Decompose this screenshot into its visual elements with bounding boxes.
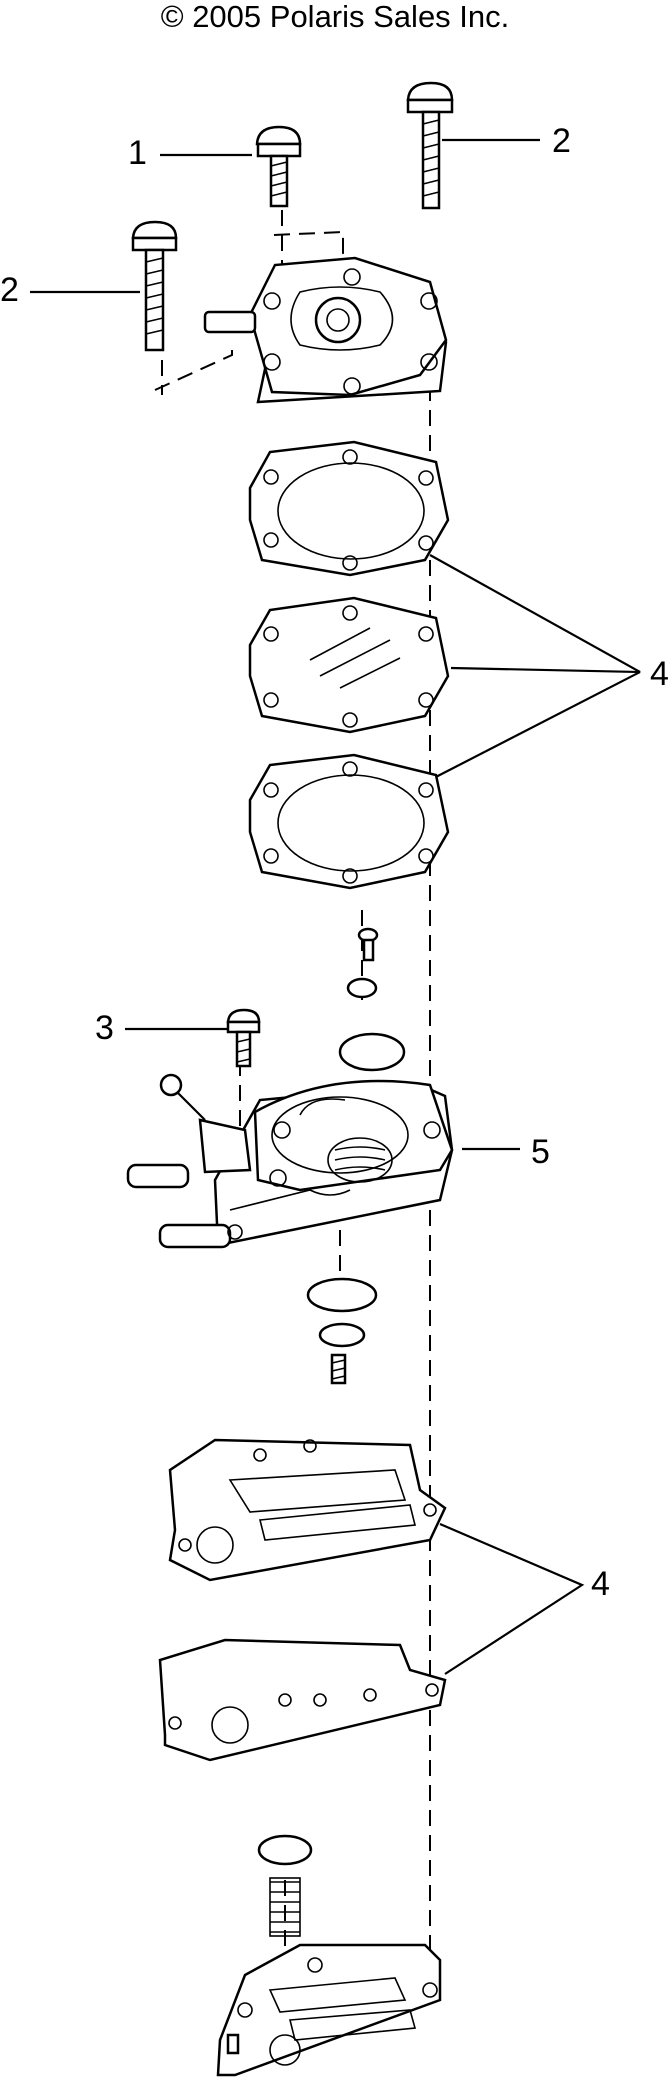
small-screw-top [357,927,379,962]
diaphragm-upper [248,596,450,734]
callout-4-lower: 4 [591,1565,610,1603]
spring [269,1877,301,1937]
callout-2-top: 2 [552,122,571,160]
check-valve-disc-lower [257,1834,313,1866]
leader-4-upper-a [429,554,641,674]
screw-3 [226,1008,261,1068]
callout-5: 5 [531,1133,550,1171]
check-valve-disc-top [338,1032,406,1072]
copyright-notice: © 2005 Polaris Sales Inc. [160,0,510,34]
callout-1: 1 [128,134,147,172]
callout-2-left: 2 [0,271,19,309]
alignment-dash-left [154,350,233,391]
leader-4-upper-b [429,671,641,781]
pump-base [216,1943,442,2077]
pump-body [126,1073,454,1249]
gasket-lower-1 [168,1438,447,1582]
screw-1 [255,125,302,208]
check-valve-disc-bottom [306,1277,378,1313]
gasket-lower-2 [158,1638,447,1762]
screw-2-top [406,81,454,210]
screw-2-left [131,220,178,352]
leader-lines [30,138,641,1675]
pump-top-cover [203,256,448,404]
callout-4-upper: 4 [650,655,669,693]
washer-top-small [346,977,378,999]
gasket-upper-1 [248,440,450,577]
small-screw-bottom [330,1353,347,1385]
gasket-upper-2 [248,753,450,890]
washer-bottom [318,1322,366,1348]
callout-3: 3 [95,1009,114,1047]
leader-4-lower [439,1522,585,1675]
